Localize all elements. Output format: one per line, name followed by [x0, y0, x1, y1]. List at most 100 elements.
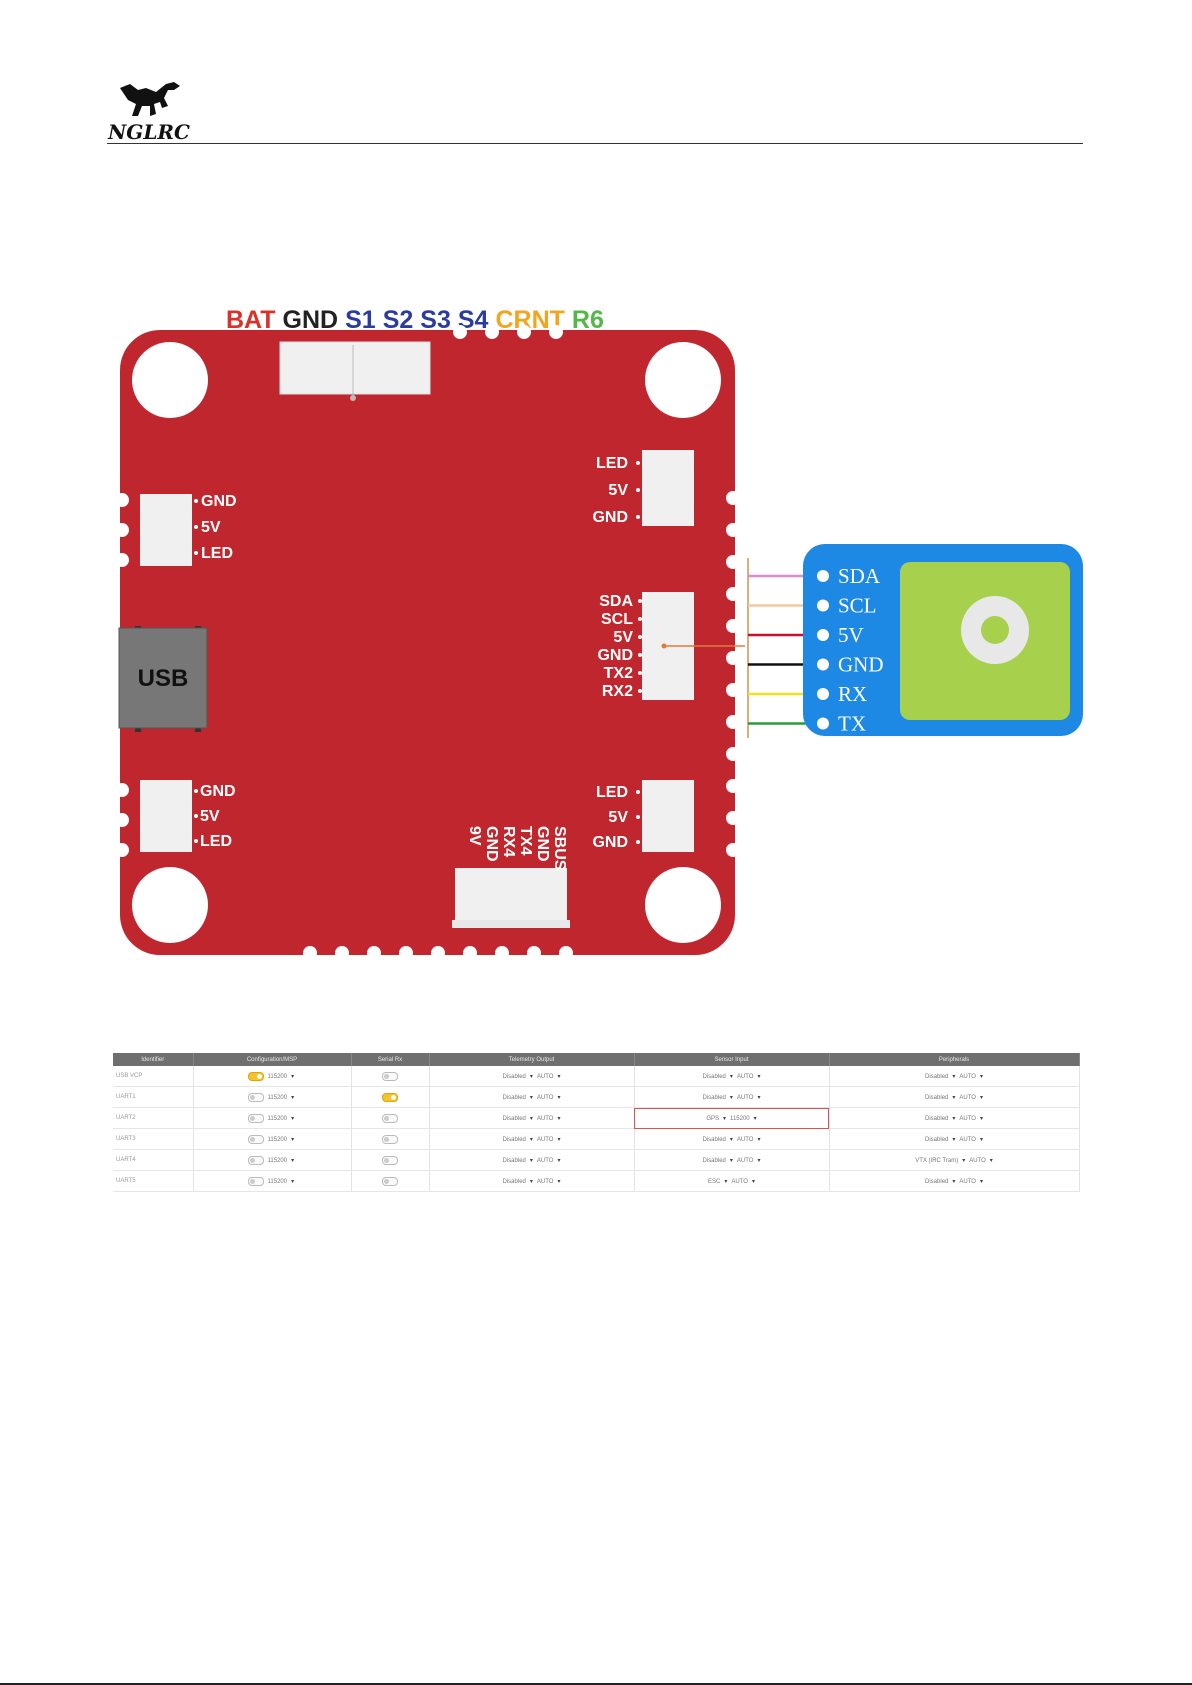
msp-baud-value: 115200 [267, 1157, 288, 1164]
msp-baud-value: 115200 [267, 1115, 288, 1122]
peripherals-baud-select[interactable]: AUTO▾ [969, 1157, 993, 1164]
peripherals-baud-select[interactable]: AUTO▾ [959, 1073, 983, 1080]
serial-rx-toggle[interactable] [382, 1155, 398, 1165]
pin-label: LED [596, 455, 628, 472]
telemetry-select[interactable]: Disabled▾ [503, 1094, 533, 1101]
telemetry-cell: Disabled▾ AUTO▾ [429, 1107, 635, 1129]
pin-label: TX2 [604, 665, 633, 682]
msp-cell: 115200▾ [193, 1128, 352, 1150]
sensor-baud-select[interactable]: AUTO▾ [737, 1136, 761, 1143]
peripherals-baud-select[interactable]: AUTO▾ [959, 1136, 983, 1143]
msp-toggle[interactable] [247, 1071, 264, 1081]
msp-toggle[interactable] [247, 1092, 264, 1102]
msp-baud-select[interactable]: 115200▾ [268, 1073, 295, 1080]
right-top-connector [642, 450, 694, 526]
serial-rx-cell [351, 1128, 430, 1150]
peripherals-select[interactable]: Disabled▾ [925, 1136, 955, 1143]
sensor-baud-select[interactable]: 115200▾ [730, 1115, 757, 1122]
telemetry-baud-select[interactable]: AUTO▾ [537, 1136, 561, 1143]
serial-rx-toggle[interactable] [382, 1071, 398, 1081]
telemetry-cell: Disabled▾ AUTO▾ [429, 1128, 635, 1150]
sensor-select[interactable]: Disabled▾ [703, 1157, 733, 1164]
msp-baud-select[interactable]: 115200▾ [268, 1157, 295, 1164]
serial-rx-toggle[interactable] [382, 1092, 398, 1102]
serial-rx-cell [351, 1107, 430, 1129]
table-row: UART4 115200▾Disabled▾AUTO▾Disabled▾AUTO… [113, 1149, 1080, 1171]
sensor-cell: Disabled▾ AUTO▾ [634, 1066, 830, 1087]
sensor-baud-select[interactable]: AUTO▾ [731, 1178, 755, 1185]
usb-port [118, 627, 208, 729]
sensor-baud-select[interactable]: AUTO▾ [737, 1073, 761, 1080]
table-row: UART3 115200▾Disabled▾AUTO▾Disabled▾AUTO… [113, 1128, 1080, 1150]
pin-label: GND [483, 826, 500, 862]
pin-dot [638, 671, 642, 675]
telemetry-baud-select[interactable]: AUTO▾ [537, 1094, 561, 1101]
header-sensor-input: Sensor Input [634, 1053, 830, 1066]
serial-rx-toggle[interactable] [382, 1113, 398, 1123]
pin-dot [194, 839, 198, 843]
caret-down-icon: ▾ [979, 1094, 983, 1101]
msp-baud-select[interactable]: 115200▾ [268, 1178, 295, 1185]
telemetry-baud-select[interactable]: AUTO▾ [537, 1178, 561, 1185]
pin-dot [638, 635, 642, 639]
caret-down-icon: ▾ [557, 1094, 561, 1101]
telemetry-cell: Disabled▾ AUTO▾ [429, 1170, 635, 1192]
telemetry-baud-select[interactable]: AUTO▾ [537, 1157, 561, 1164]
caret-down-icon: ▾ [291, 1073, 295, 1080]
msp-toggle[interactable] [247, 1155, 264, 1165]
peripherals-baud-select[interactable]: AUTO▾ [959, 1115, 983, 1122]
peripherals-select[interactable]: VTX (IRC Tram)▾ [915, 1157, 965, 1164]
telemetry-select[interactable]: Disabled▾ [503, 1178, 533, 1185]
telemetry-baud-select[interactable]: AUTO▾ [537, 1073, 561, 1080]
sensor-select[interactable]: ESC▾ [708, 1178, 727, 1185]
pin-dot [194, 525, 198, 529]
telemetry-select[interactable]: Disabled▾ [503, 1115, 533, 1122]
edge-notch [115, 553, 129, 567]
caret-down-icon: ▾ [557, 1073, 561, 1080]
peripherals-select[interactable]: Disabled▾ [925, 1073, 955, 1080]
gps-pin-label: SDA [838, 564, 881, 588]
pin-dot [194, 814, 198, 818]
edge-notch [495, 946, 509, 960]
msp-baud-select[interactable]: 115200▾ [268, 1115, 295, 1122]
pin-label: 5V [613, 629, 633, 646]
peripherals-select[interactable]: Disabled▾ [925, 1094, 955, 1101]
peripherals-baud-select[interactable]: AUTO▾ [959, 1178, 983, 1185]
peripherals-cell: Disabled▾ AUTO▾ [829, 1128, 1080, 1150]
pin-label: SCL [601, 611, 633, 628]
sensor-baud-select[interactable]: AUTO▾ [737, 1157, 761, 1164]
sensor-select[interactable]: Disabled▾ [703, 1073, 733, 1080]
telemetry-baud-select[interactable]: AUTO▾ [537, 1115, 561, 1122]
mounting-hole [645, 342, 721, 418]
sensor-select[interactable]: GPS▾ [706, 1115, 726, 1122]
pin-label: GND [201, 493, 237, 510]
peripherals-baud-select[interactable]: AUTO▾ [959, 1094, 983, 1101]
edge-notch [115, 843, 129, 857]
serial-rx-toggle[interactable] [382, 1134, 398, 1144]
telemetry-select[interactable]: Disabled▾ [503, 1073, 533, 1080]
msp-baud-select[interactable]: 115200▾ [268, 1136, 295, 1143]
gps-pin-label: TX [838, 712, 866, 736]
sensor-select[interactable]: Disabled▾ [703, 1094, 733, 1101]
caret-down-icon: ▾ [729, 1073, 733, 1080]
edge-notch [453, 325, 467, 339]
sensor-baud-select[interactable]: AUTO▾ [737, 1094, 761, 1101]
msp-toggle[interactable] [247, 1113, 264, 1123]
pin-label: GND [534, 826, 551, 862]
serial-rx-toggle[interactable] [382, 1176, 398, 1186]
edge-notch [559, 946, 573, 960]
telemetry-baud-value: AUTO [536, 1073, 554, 1080]
telemetry-value: Disabled [502, 1157, 526, 1164]
sensor-value: Disabled [702, 1094, 726, 1101]
telemetry-select[interactable]: Disabled▾ [503, 1157, 533, 1164]
header-serial-rx: Serial Rx [351, 1053, 430, 1066]
msp-baud-select[interactable]: 115200▾ [268, 1094, 295, 1101]
sensor-select[interactable]: Disabled▾ [703, 1136, 733, 1143]
telemetry-select[interactable]: Disabled▾ [503, 1136, 533, 1143]
gps-pin-label: RX [838, 682, 867, 706]
msp-toggle[interactable] [247, 1176, 264, 1186]
pin-label: RX4 [500, 826, 517, 857]
peripherals-select[interactable]: Disabled▾ [925, 1115, 955, 1122]
msp-toggle[interactable] [247, 1134, 264, 1144]
peripherals-select[interactable]: Disabled▾ [925, 1178, 955, 1185]
